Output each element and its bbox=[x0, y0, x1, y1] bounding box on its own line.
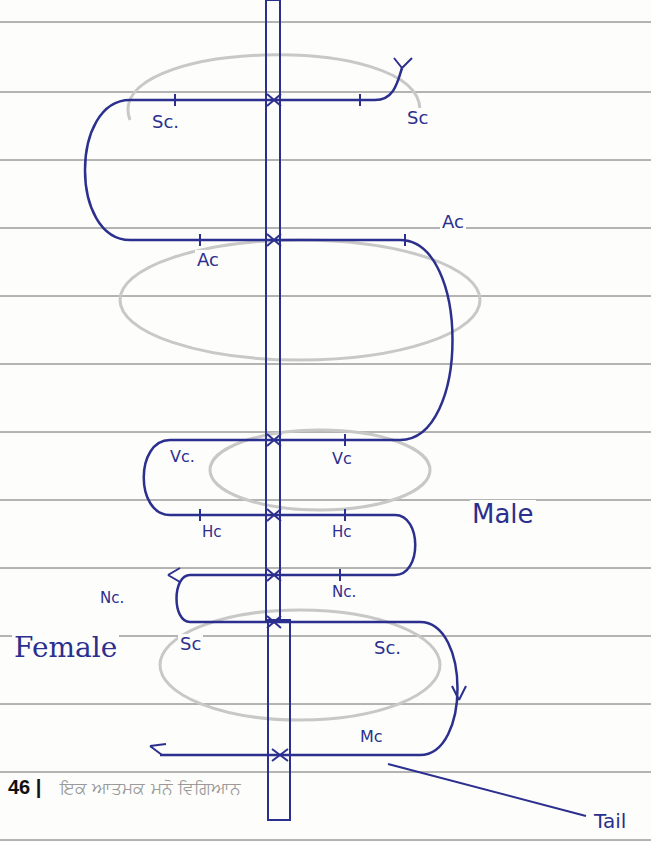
chakra-label: Sc. bbox=[372, 638, 403, 659]
chakra-label: Ac bbox=[195, 250, 221, 271]
chakra-label: Sc bbox=[405, 108, 430, 129]
chakra-label: Hc bbox=[330, 524, 354, 541]
chakra-label: Nc. bbox=[98, 590, 126, 607]
book-title: ਇਕ ਆਤਮਕ ਮਨੋ ਵਿਗਿਆਨ bbox=[58, 779, 243, 799]
page-number: 46 | bbox=[6, 776, 43, 799]
chakra-label: Vc. bbox=[168, 448, 197, 466]
chakra-label: Sc. bbox=[150, 112, 181, 133]
chakra-label: Hc bbox=[200, 524, 224, 541]
chakra-label: Vc bbox=[330, 450, 354, 468]
chakra-label: Ac bbox=[440, 212, 466, 233]
chakra-label: Nc. bbox=[330, 584, 358, 601]
side-label: Male bbox=[470, 500, 536, 530]
side-label: Female bbox=[12, 632, 119, 664]
chakra-label: Sc bbox=[178, 634, 203, 655]
chakra-label: Mc bbox=[358, 728, 385, 746]
tail-label: Tail bbox=[592, 810, 628, 833]
